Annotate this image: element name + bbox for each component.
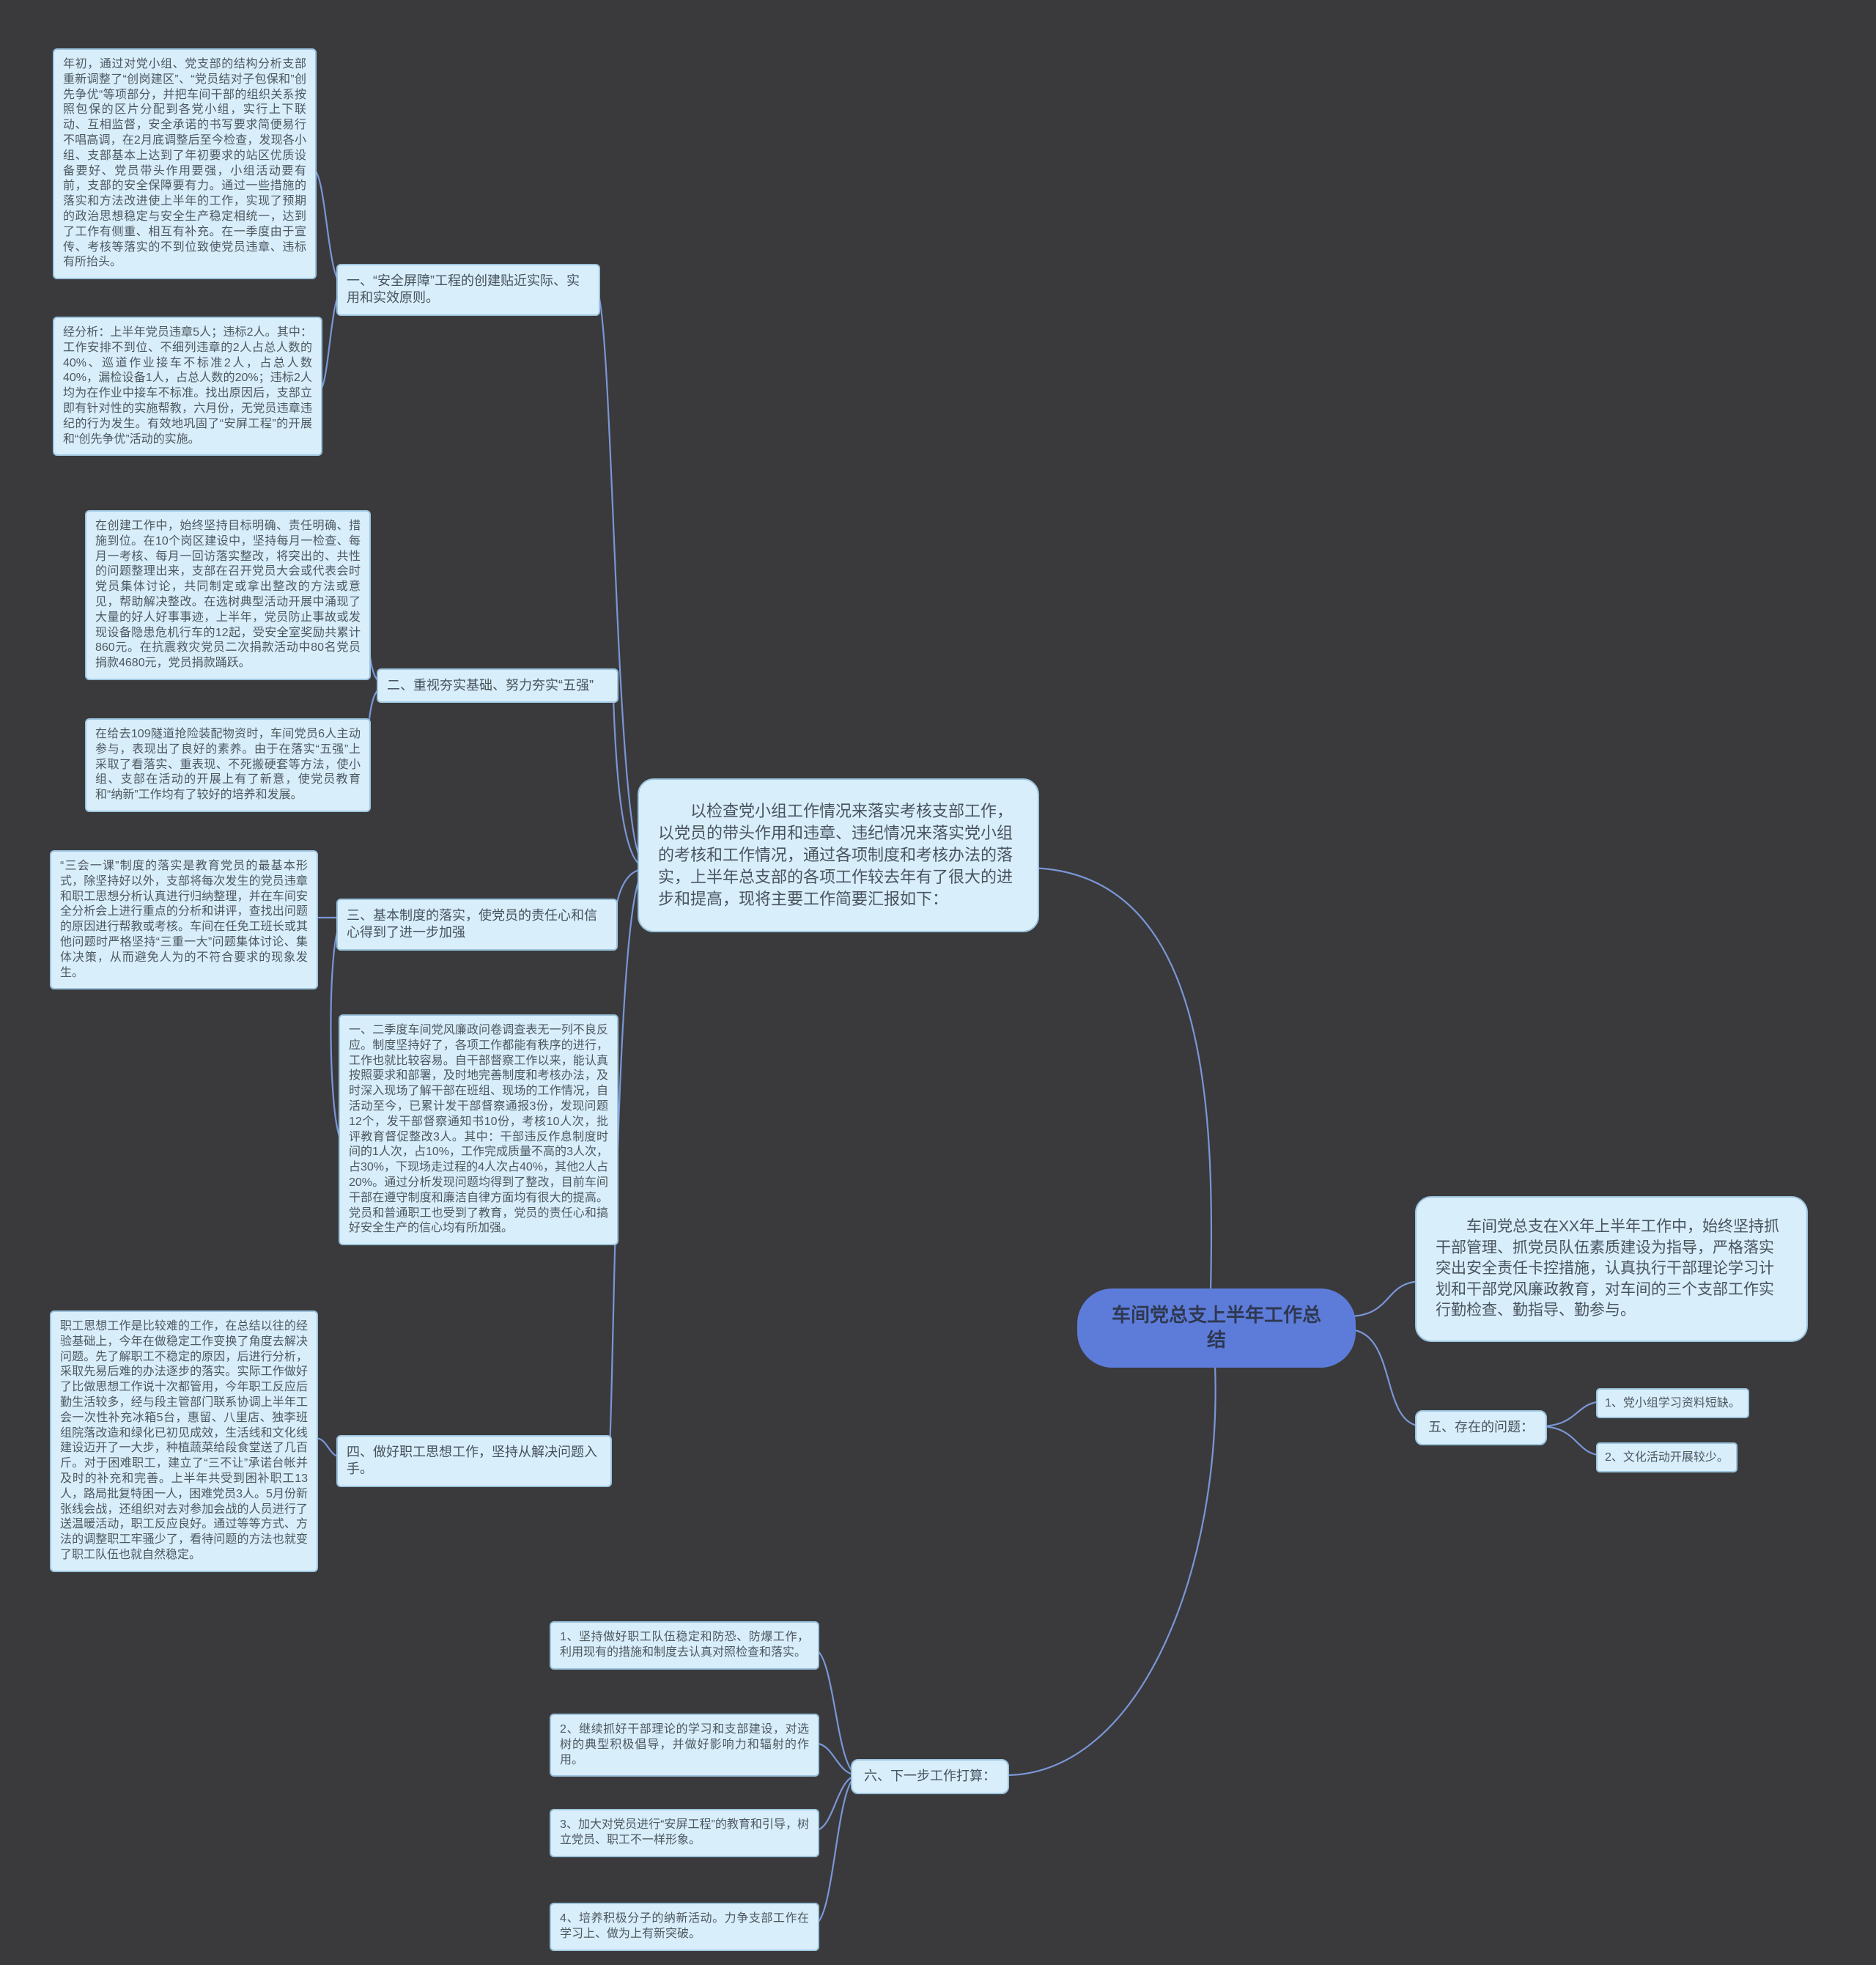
overview-node[interactable]: 车间党总支在XX年上半年工作中，始终坚持抓干部管理、抓党员队伍素质建设为指导，严… — [1415, 1196, 1808, 1342]
edge-section5-child2 — [1537, 1425, 1606, 1457]
edge-section6-child1 — [812, 1648, 860, 1777]
section6-child1-node[interactable]: 1、坚持做好职工队伍稳定和防恐、防爆工作，利用现有的措施和制度去认真对照检查和落… — [550, 1621, 819, 1670]
edge-central-to-intro — [1026, 866, 1213, 1293]
section1-child2-node[interactable]: 经分析：上半年党员违章5人；违标2人。其中：工作安排不到位、不细列违章的2人占总… — [53, 317, 322, 457]
edge-central-to-section5 — [1348, 1328, 1425, 1428]
section4-child1-node[interactable]: 职工思想工作是比较难的工作，在总结以往的经验基础上，今年在做稳定工作变换了角度去… — [50, 1310, 318, 1572]
section5-child2-node[interactable]: 2、文化活动开展较少。 — [1596, 1442, 1737, 1473]
section2-child2-node[interactable]: 在给去109隧道抢险装配物资时，车间党员6人主动参与，表现出了良好的素养。由于在… — [85, 718, 371, 812]
section5-child1-node[interactable]: 1、党小组学习资料短缺。 — [1596, 1388, 1749, 1419]
intro-node[interactable]: 以检查党小组工作情况来落实考核支部工作，以党员的带头作用和违章、违纪情况来落实党… — [638, 778, 1039, 932]
section3-child1-node[interactable]: “三会一课”制度的落实是教育党员的最基本形式，除坚持好以外，支部将每次发生的党员… — [50, 850, 318, 990]
section2-label-node[interactable]: 二、重视夯实基础、努力夯实“五强” — [377, 668, 618, 704]
section6-label-node[interactable]: 六、下一步工作打算： — [851, 1759, 1009, 1794]
section6-child4-node[interactable]: 4、培养积极分子的纳新活动。力争支部工作在学习上、做为上有新突破。 — [550, 1903, 819, 1951]
section5-label-node[interactable]: 五、存在的问题： — [1415, 1410, 1547, 1445]
edge-section6-child4 — [812, 1774, 860, 1926]
edge-intro-to-section1 — [594, 286, 646, 865]
section3-child2-node[interactable]: 一、二季度车间党风廉政问卷调查表无一列不良反应。制度坚持好了，各项工作都能有秩序… — [339, 1014, 618, 1246]
central-topic[interactable]: 车间党总支上半年工作总结 — [1077, 1289, 1356, 1368]
section4-label-node[interactable]: 四、做好职工思想工作，坚持从解决问题入手。 — [336, 1435, 612, 1487]
edge-central-to-section6 — [1004, 1363, 1216, 1777]
edge-central-to-overview — [1348, 1280, 1425, 1318]
section1-label-node[interactable]: 一、“安全屏障”工程的创建贴近实际、实用和实效原则。 — [336, 264, 600, 316]
edge-section5-child1 — [1537, 1400, 1606, 1428]
section6-child2-node[interactable]: 2、继续抓好干部理论的学习和支部建设，对选树的典型积极倡导，并做好影响力和辐射的… — [550, 1714, 819, 1777]
section3-label-node[interactable]: 三、基本制度的落实，使党员的责任心和信心得到了进一步加强 — [336, 899, 618, 951]
section6-child3-node[interactable]: 3、加大对党员进行“安屏工程”的教育和引导，树立党员、职工不一样形象。 — [550, 1809, 819, 1857]
section1-child1-node[interactable]: 年初，通过对党小组、党支部的结构分析支部重新调整了“创岗建区”、“党员结对子包保… — [53, 48, 317, 280]
section2-child1-node[interactable]: 在创建工作中，始终坚持目标明确、责任明确、措施到位。在10个岗区建设中，坚持每月… — [85, 510, 371, 680]
